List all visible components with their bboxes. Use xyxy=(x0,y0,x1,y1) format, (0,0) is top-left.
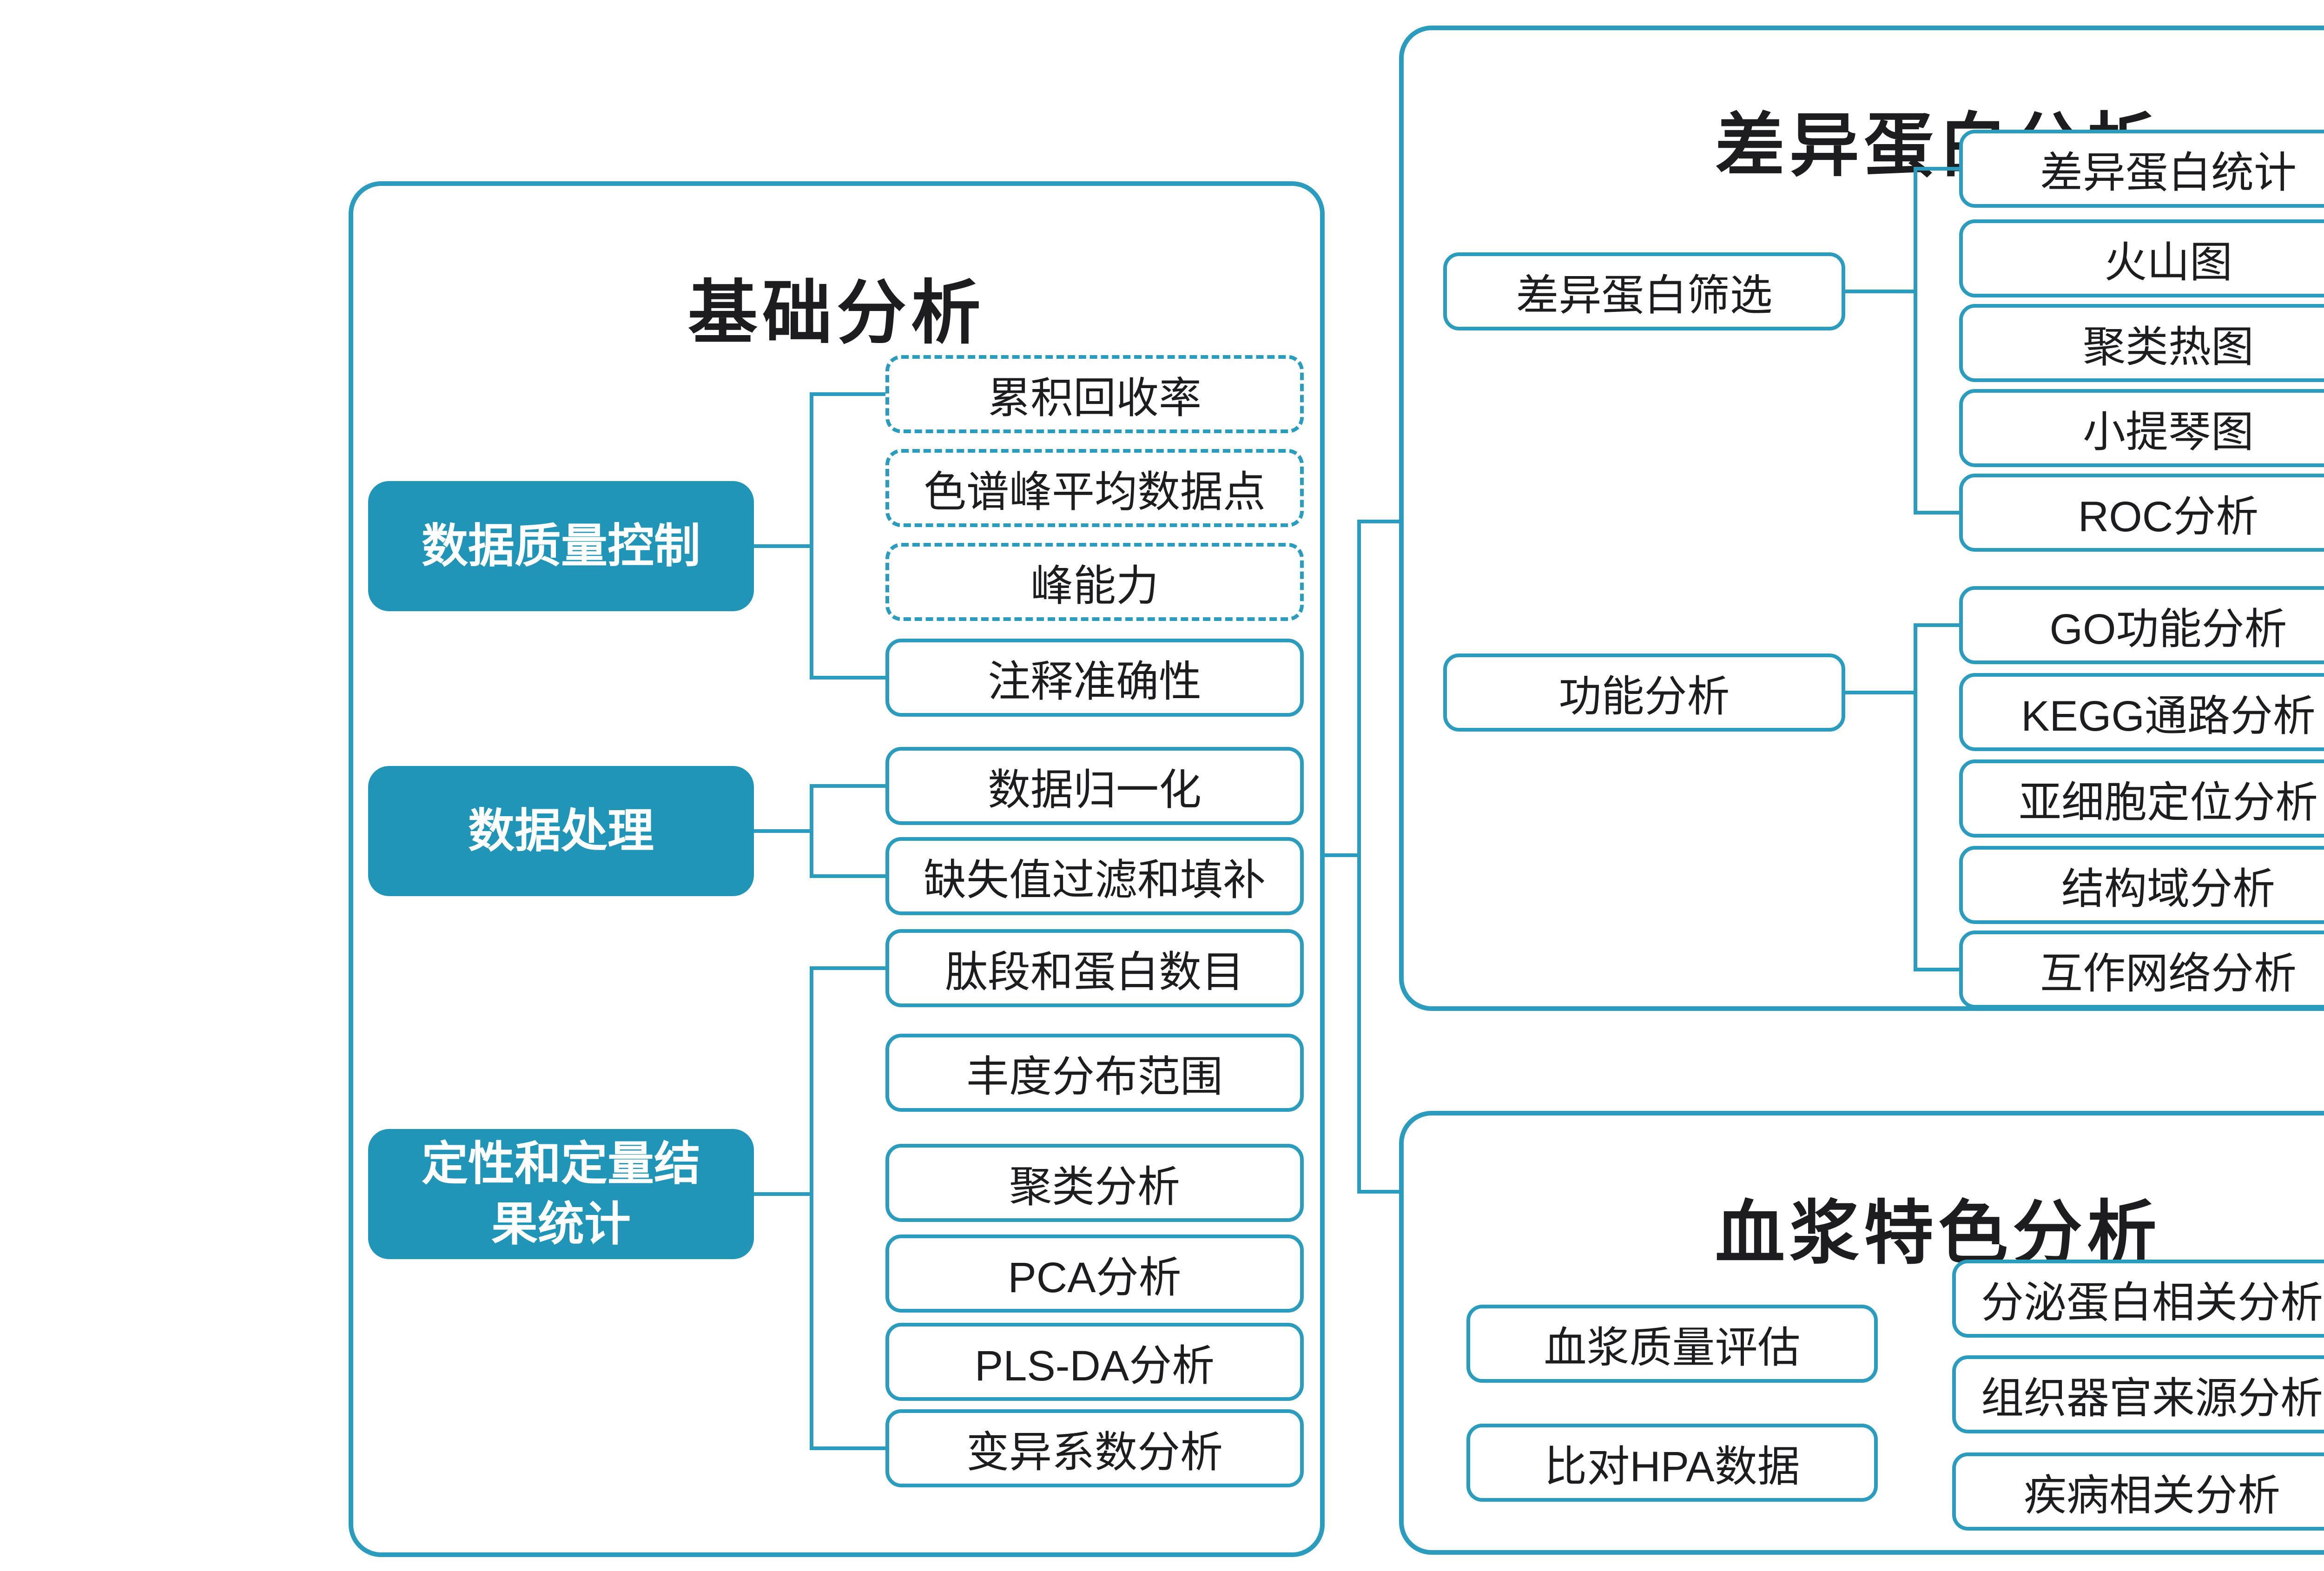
connector-line xyxy=(1842,290,1914,293)
node-data-quality-control: 数据质量控制 xyxy=(368,481,754,611)
connector-line xyxy=(1357,520,1361,1194)
connector-line xyxy=(1323,853,1361,857)
node-kegg-pathway-analysis: KEGG通路分析 xyxy=(1959,673,2324,751)
node-cv-analysis: 变异系数分析 xyxy=(885,1409,1304,1487)
node-data-processing: 数据处理 xyxy=(368,766,754,896)
node-peptide-protein-count: 肽段和蛋白数目 xyxy=(885,929,1304,1007)
connector-line xyxy=(812,676,885,680)
connector-line xyxy=(1916,968,1959,971)
node-plasma-quality-assessment: 血浆质量评估 xyxy=(1466,1305,1878,1383)
connector-line xyxy=(810,392,813,680)
connector-line xyxy=(1359,520,1402,523)
node-qual-quant-result-stats: 定性和定量结果统计 xyxy=(368,1129,754,1259)
node-tissue-organ-origin-analysis: 组织器官来源分析 xyxy=(1952,1355,2324,1433)
node-domain-analysis: 结构域分析 xyxy=(1959,846,2324,924)
connector-line xyxy=(812,874,885,878)
connector-line xyxy=(1359,1190,1402,1194)
node-secreted-protein-analysis: 分泌蛋白相关分析 xyxy=(1952,1260,2324,1338)
node-peak-capacity: 峰能力 xyxy=(885,543,1304,621)
node-go-function-analysis: GO功能分析 xyxy=(1959,586,2324,664)
node-ppi-network-analysis: 互作网络分析 xyxy=(1959,931,2324,1009)
node-volcano-plot: 火山图 xyxy=(1959,219,2324,297)
node-pca-analysis: PCA分析 xyxy=(885,1234,1304,1313)
connector-line xyxy=(810,784,813,878)
connector-line xyxy=(754,1192,813,1196)
panel-title-plasma-specific: 血浆特色分析 xyxy=(1715,1194,2161,1272)
panel-title-basic-analysis: 基础分析 xyxy=(687,273,985,352)
node-subcellular-localization: 亚细胞定位分析 xyxy=(1959,759,2324,838)
node-violin-plot: 小提琴图 xyxy=(1959,389,2324,467)
connector-line xyxy=(1916,511,1959,515)
node-annotation-accuracy: 注释准确性 xyxy=(885,639,1304,717)
connector-line xyxy=(1916,623,1959,627)
node-avg-data-points-per-peak: 色谱峰平均数据点 xyxy=(885,449,1304,527)
connector-line xyxy=(754,829,813,833)
node-plsda-analysis: PLS-DA分析 xyxy=(885,1323,1304,1401)
connector-line xyxy=(812,784,885,788)
node-missing-value-filter-impute: 缺失值过滤和填补 xyxy=(885,837,1304,915)
node-functional-analysis: 功能分析 xyxy=(1443,653,1845,732)
connector-line xyxy=(1842,691,1914,694)
connector-line xyxy=(754,544,813,548)
node-abundance-distribution-range: 丰度分布范围 xyxy=(885,1034,1304,1112)
connector-line xyxy=(1914,623,1917,971)
connector-line xyxy=(1916,167,1959,171)
node-roc-analysis: ROC分析 xyxy=(1959,474,2324,552)
connector-line xyxy=(812,1446,885,1450)
connector-line xyxy=(810,966,813,1450)
node-cumulative-recovery-rate: 累积回收率 xyxy=(885,355,1304,433)
node-dep-screening: 差异蛋白筛选 xyxy=(1443,252,1845,330)
connector-line xyxy=(812,392,885,396)
node-dep-statistics: 差异蛋白统计 xyxy=(1959,130,2324,208)
node-cluster-analysis: 聚类分析 xyxy=(885,1144,1304,1222)
node-cluster-heatmap: 聚类热图 xyxy=(1959,304,2324,382)
connector-line xyxy=(812,966,885,970)
connector-line xyxy=(1914,167,1917,515)
node-data-normalization: 数据归一化 xyxy=(885,747,1304,825)
node-hpa-data-comparison: 比对HPA数据 xyxy=(1466,1424,1878,1502)
node-disease-related-analysis: 疾病相关分析 xyxy=(1952,1452,2324,1531)
